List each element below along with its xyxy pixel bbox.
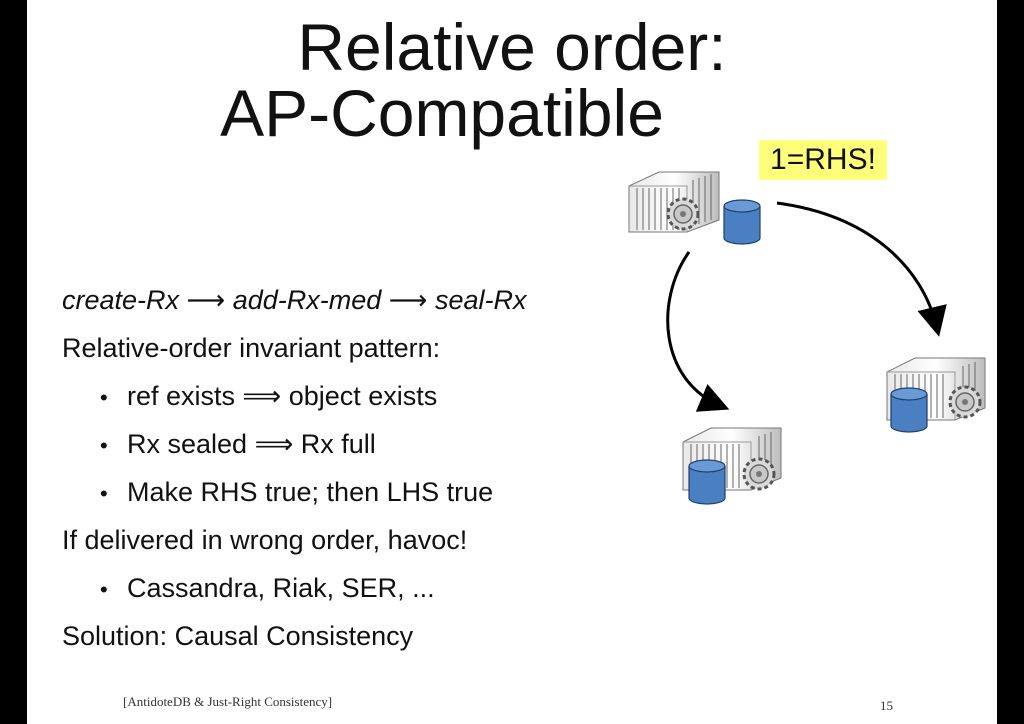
page-number: 15 [880,698,893,713]
bullet-item: • Rx sealed ⟹ Rx full [62,420,682,468]
bullet-text: Rx sealed ⟹ Rx full [127,429,376,459]
server-rack-icon [628,171,720,233]
slide: Relative order: AP-Compatible 1=RHS! cre… [27,0,997,724]
server-top [628,171,761,245]
gear-icon [666,197,700,231]
database-icon [890,387,928,433]
gear-icon [948,385,982,419]
slide-body: create-Rx ⟶ add-Rx-med ⟶ seal-Rx Relativ… [62,276,682,660]
solution-line: Solution: Causal Consistency [62,621,414,651]
bullet-text: Make RHS true; then LHS true [127,477,494,507]
havoc-line: If delivered in wrong order, havoc! [62,525,468,555]
server-rack-icon [886,357,986,421]
operation-sequence: create-Rx ⟶ add-Rx-med ⟶ seal-Rx [62,285,527,315]
title-line-2: AP-Compatible [220,76,664,150]
database-icon [723,199,761,245]
bullet-icon: • [100,433,108,458]
bullet-icon: • [100,385,108,410]
bullet-icon: • [100,481,108,506]
bullet-icon: • [100,577,108,602]
bullet-item: • ref exists ⟹ object exists [62,372,682,420]
bullet-item: • Cassandra, Riak, SER, ... [62,564,682,612]
gear-icon [742,457,776,491]
rhs-callout: 1=RHS! [759,140,887,180]
bullet-text: Cassandra, Riak, SER, ... [127,573,435,603]
arrow-icon [776,201,947,337]
server-rack-icon [682,427,782,491]
server-bottom [682,427,782,505]
footer-citation: [AntidoteDB & Just-Right Consistency] [123,694,333,709]
database-icon [688,459,726,505]
pattern-heading: Relative-order invariant pattern: [62,333,441,363]
slide-title: Relative order: AP-Compatible [27,14,997,146]
title-line-1: Relative order: [297,10,727,84]
server-right [886,357,986,433]
bullet-text: ref exists ⟹ object exists [127,381,438,411]
bullet-item: • Make RHS true; then LHS true [62,468,682,516]
